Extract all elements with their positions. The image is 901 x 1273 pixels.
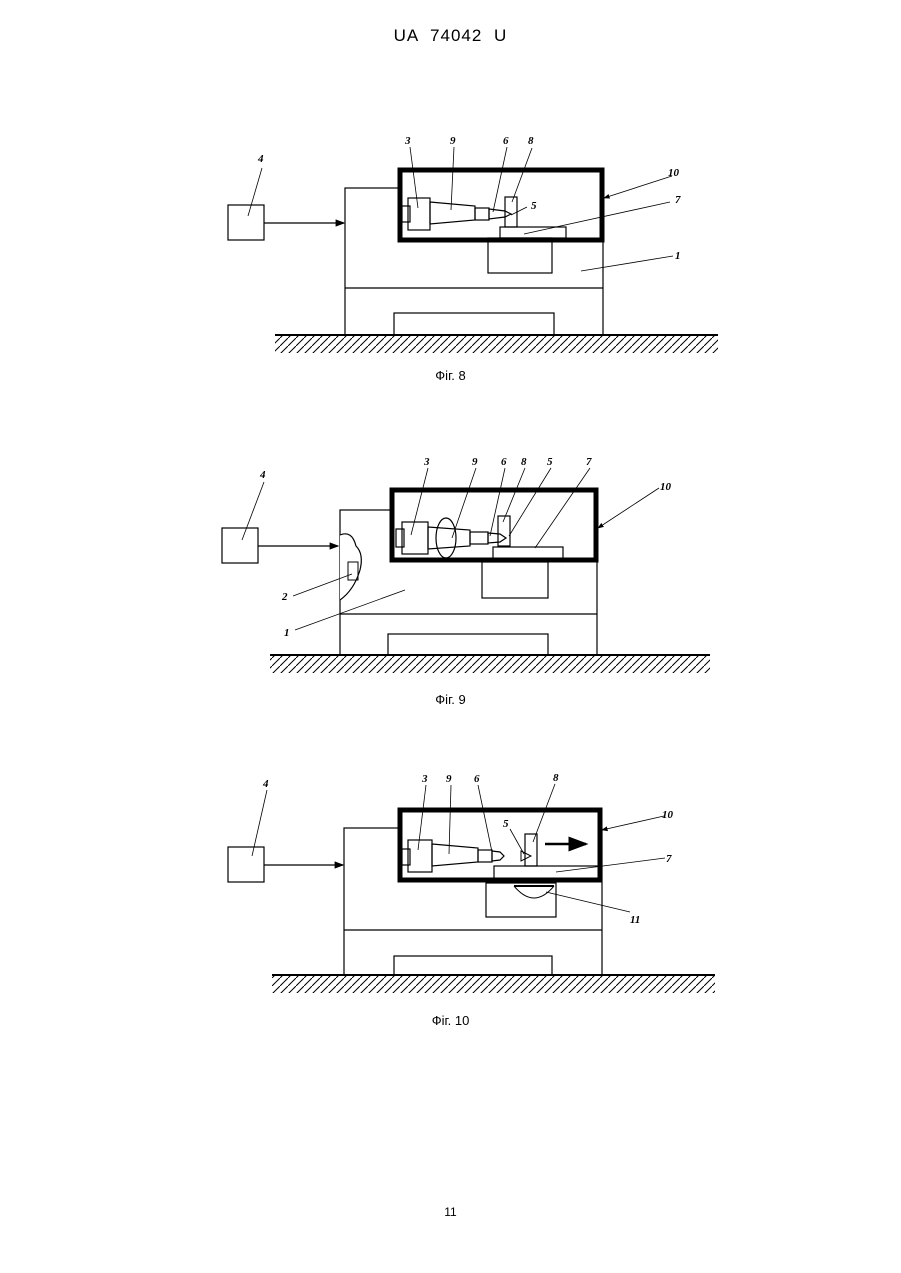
label-9: 9 bbox=[446, 773, 452, 785]
label-5: 5 bbox=[547, 456, 553, 468]
label-7: 7 bbox=[675, 194, 681, 206]
label-3: 3 bbox=[421, 773, 428, 785]
page-number: 11 bbox=[0, 1205, 901, 1219]
label-5: 5 bbox=[531, 200, 537, 212]
label-4: 4 bbox=[259, 469, 266, 481]
label-6: 6 bbox=[474, 773, 480, 785]
label-2: 2 bbox=[281, 591, 288, 603]
ground-hatch bbox=[275, 336, 718, 353]
label-7: 7 bbox=[586, 456, 592, 468]
control-unit bbox=[228, 205, 264, 240]
label-8: 8 bbox=[528, 135, 534, 147]
control-unit bbox=[228, 847, 264, 882]
label-10: 10 bbox=[662, 809, 674, 821]
label-1: 1 bbox=[675, 250, 681, 262]
label-4: 4 bbox=[262, 778, 269, 790]
caption-fig-9: Фіг. 9 bbox=[0, 692, 901, 707]
patent-number-header: UA 74042 U bbox=[0, 26, 901, 46]
bed-foot bbox=[394, 313, 554, 335]
label-8: 8 bbox=[553, 772, 559, 784]
figure-9: 4 3 9 6 8 5 7 10 2 1 bbox=[0, 450, 901, 680]
enclosure bbox=[392, 490, 596, 560]
control-unit bbox=[222, 528, 258, 563]
ground-hatch bbox=[270, 656, 710, 673]
label-7: 7 bbox=[666, 853, 672, 865]
label-3: 3 bbox=[404, 135, 411, 147]
label-4: 4 bbox=[257, 153, 264, 165]
label-5: 5 bbox=[503, 818, 509, 830]
label-9: 9 bbox=[472, 456, 478, 468]
figure-9-drawing: 4 3 9 6 8 5 7 10 2 1 bbox=[0, 450, 901, 680]
label-8: 8 bbox=[521, 456, 527, 468]
figure-10: 4 3 9 6 8 5 10 7 11 bbox=[0, 770, 901, 1000]
label-10: 10 bbox=[668, 167, 680, 179]
figure-10-drawing: 4 3 9 6 8 5 10 7 11 bbox=[0, 770, 901, 1000]
label-3: 3 bbox=[423, 456, 430, 468]
label-6: 6 bbox=[503, 135, 509, 147]
label-6: 6 bbox=[501, 456, 507, 468]
figure-8-drawing: 4 3 9 6 8 5 10 7 1 bbox=[0, 130, 901, 360]
caption-fig-10: Фіг. 10 bbox=[0, 1013, 901, 1028]
ground-hatch bbox=[272, 976, 715, 993]
label-1: 1 bbox=[284, 627, 290, 639]
figure-8: 4 3 9 6 8 5 10 7 1 bbox=[0, 130, 901, 360]
caption-fig-8: Фіг. 8 bbox=[0, 368, 901, 383]
label-9: 9 bbox=[450, 135, 456, 147]
label-10: 10 bbox=[660, 481, 672, 493]
label-11: 11 bbox=[630, 914, 640, 926]
